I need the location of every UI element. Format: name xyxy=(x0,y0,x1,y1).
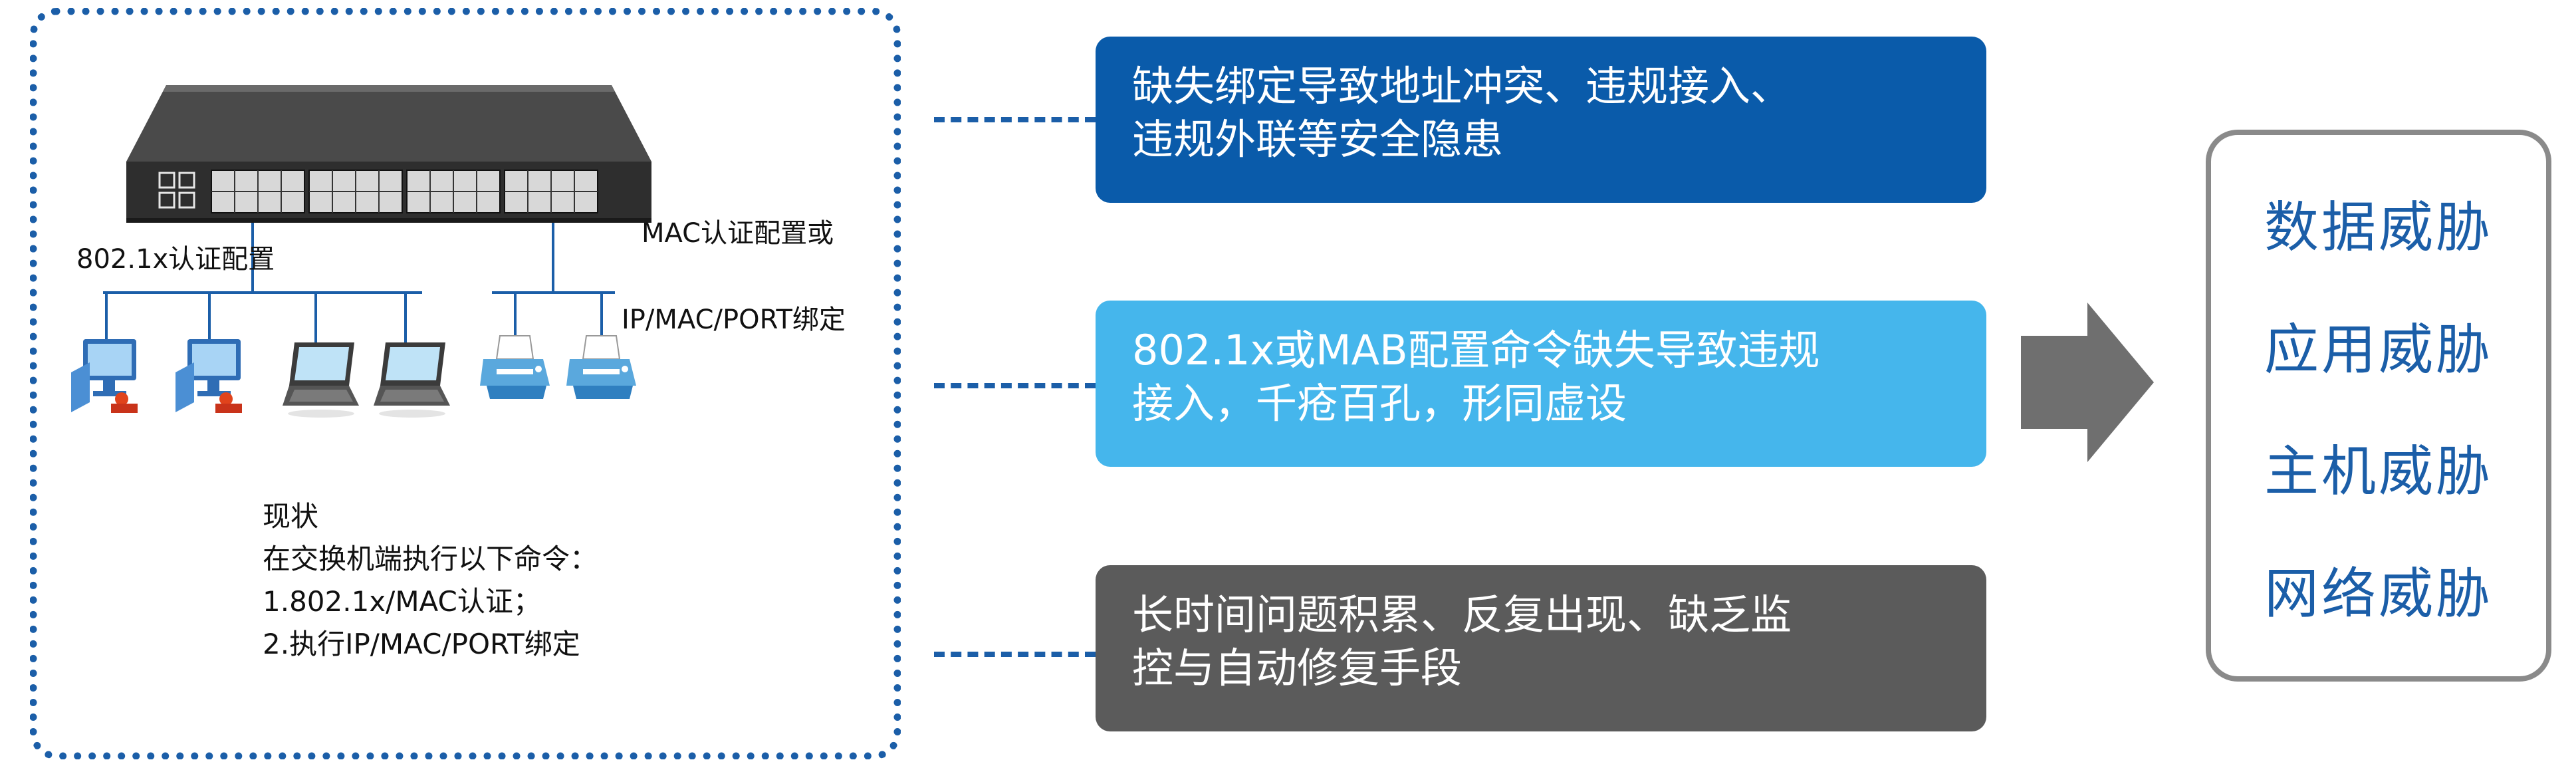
issue-box-missing-config: 802.1x或MAB配置命令缺失导致违规 接入，千疮百孔，形同虚设 xyxy=(1096,301,1986,467)
label-ip-mac-port-binding: IP/MAC/PORT绑定 xyxy=(622,305,846,335)
network-links xyxy=(103,223,615,346)
issue-box-long-term: 长时间问题积累、反复出现、缺乏监 控与自动修复手段 xyxy=(1096,565,1986,731)
desktop-pc-icon xyxy=(71,339,138,413)
status-line: 在交换机端执行以下命令： xyxy=(263,543,598,575)
issue-text: 违规外联等安全隐患 xyxy=(1132,115,1504,164)
right-arrow-icon xyxy=(2021,303,2154,462)
threat-application: 应用威胁 xyxy=(2264,318,2493,382)
laptop-icon xyxy=(283,342,359,418)
status-line: 2.执行IP/MAC/PORT绑定 xyxy=(263,628,580,660)
issue-text: 802.1x或MAB配置命令缺失导致违规 xyxy=(1132,326,1820,374)
issue-text: 控与自动修复手段 xyxy=(1132,644,1463,692)
dashed-connector xyxy=(934,383,1096,388)
issue-box-missing-binding: 缺失绑定导致地址冲突、违规接入、 违规外联等安全隐患 xyxy=(1096,37,1986,203)
laptop-icon xyxy=(374,342,450,418)
threat-host: 主机威胁 xyxy=(2264,440,2493,504)
network-switch xyxy=(126,85,651,223)
printer-icon xyxy=(480,335,550,399)
current-status-text: 现状 在交换机端执行以下命令： 1.802.1x/MAC认证； 2.执行IP/M… xyxy=(263,495,598,666)
threat-network: 网络威胁 xyxy=(2264,562,2493,626)
issue-text: 缺失绑定导致地址冲突、违规接入、 xyxy=(1132,62,1792,110)
threat-data: 数据威胁 xyxy=(2264,196,2493,260)
printer-icon xyxy=(566,335,636,399)
label-mac-auth-config: MAC认证配置或 xyxy=(642,218,834,249)
dashed-connector xyxy=(934,652,1096,657)
issue-text: 接入，千疮百孔，形同虚设 xyxy=(1132,379,1627,428)
dashed-connector xyxy=(934,117,1096,122)
status-heading: 现状 xyxy=(263,500,319,533)
desktop-pc-icon xyxy=(176,339,242,413)
threats-box: 数据威胁 应用威胁 主机威胁 网络威胁 xyxy=(2206,130,2551,682)
issue-text: 长时间问题积累、反复出现、缺乏监 xyxy=(1132,590,1792,639)
label-8021x-config: 802.1x认证配置 xyxy=(76,244,275,275)
current-status-panel xyxy=(30,8,901,759)
status-line: 1.802.1x/MAC认证； xyxy=(263,585,541,618)
